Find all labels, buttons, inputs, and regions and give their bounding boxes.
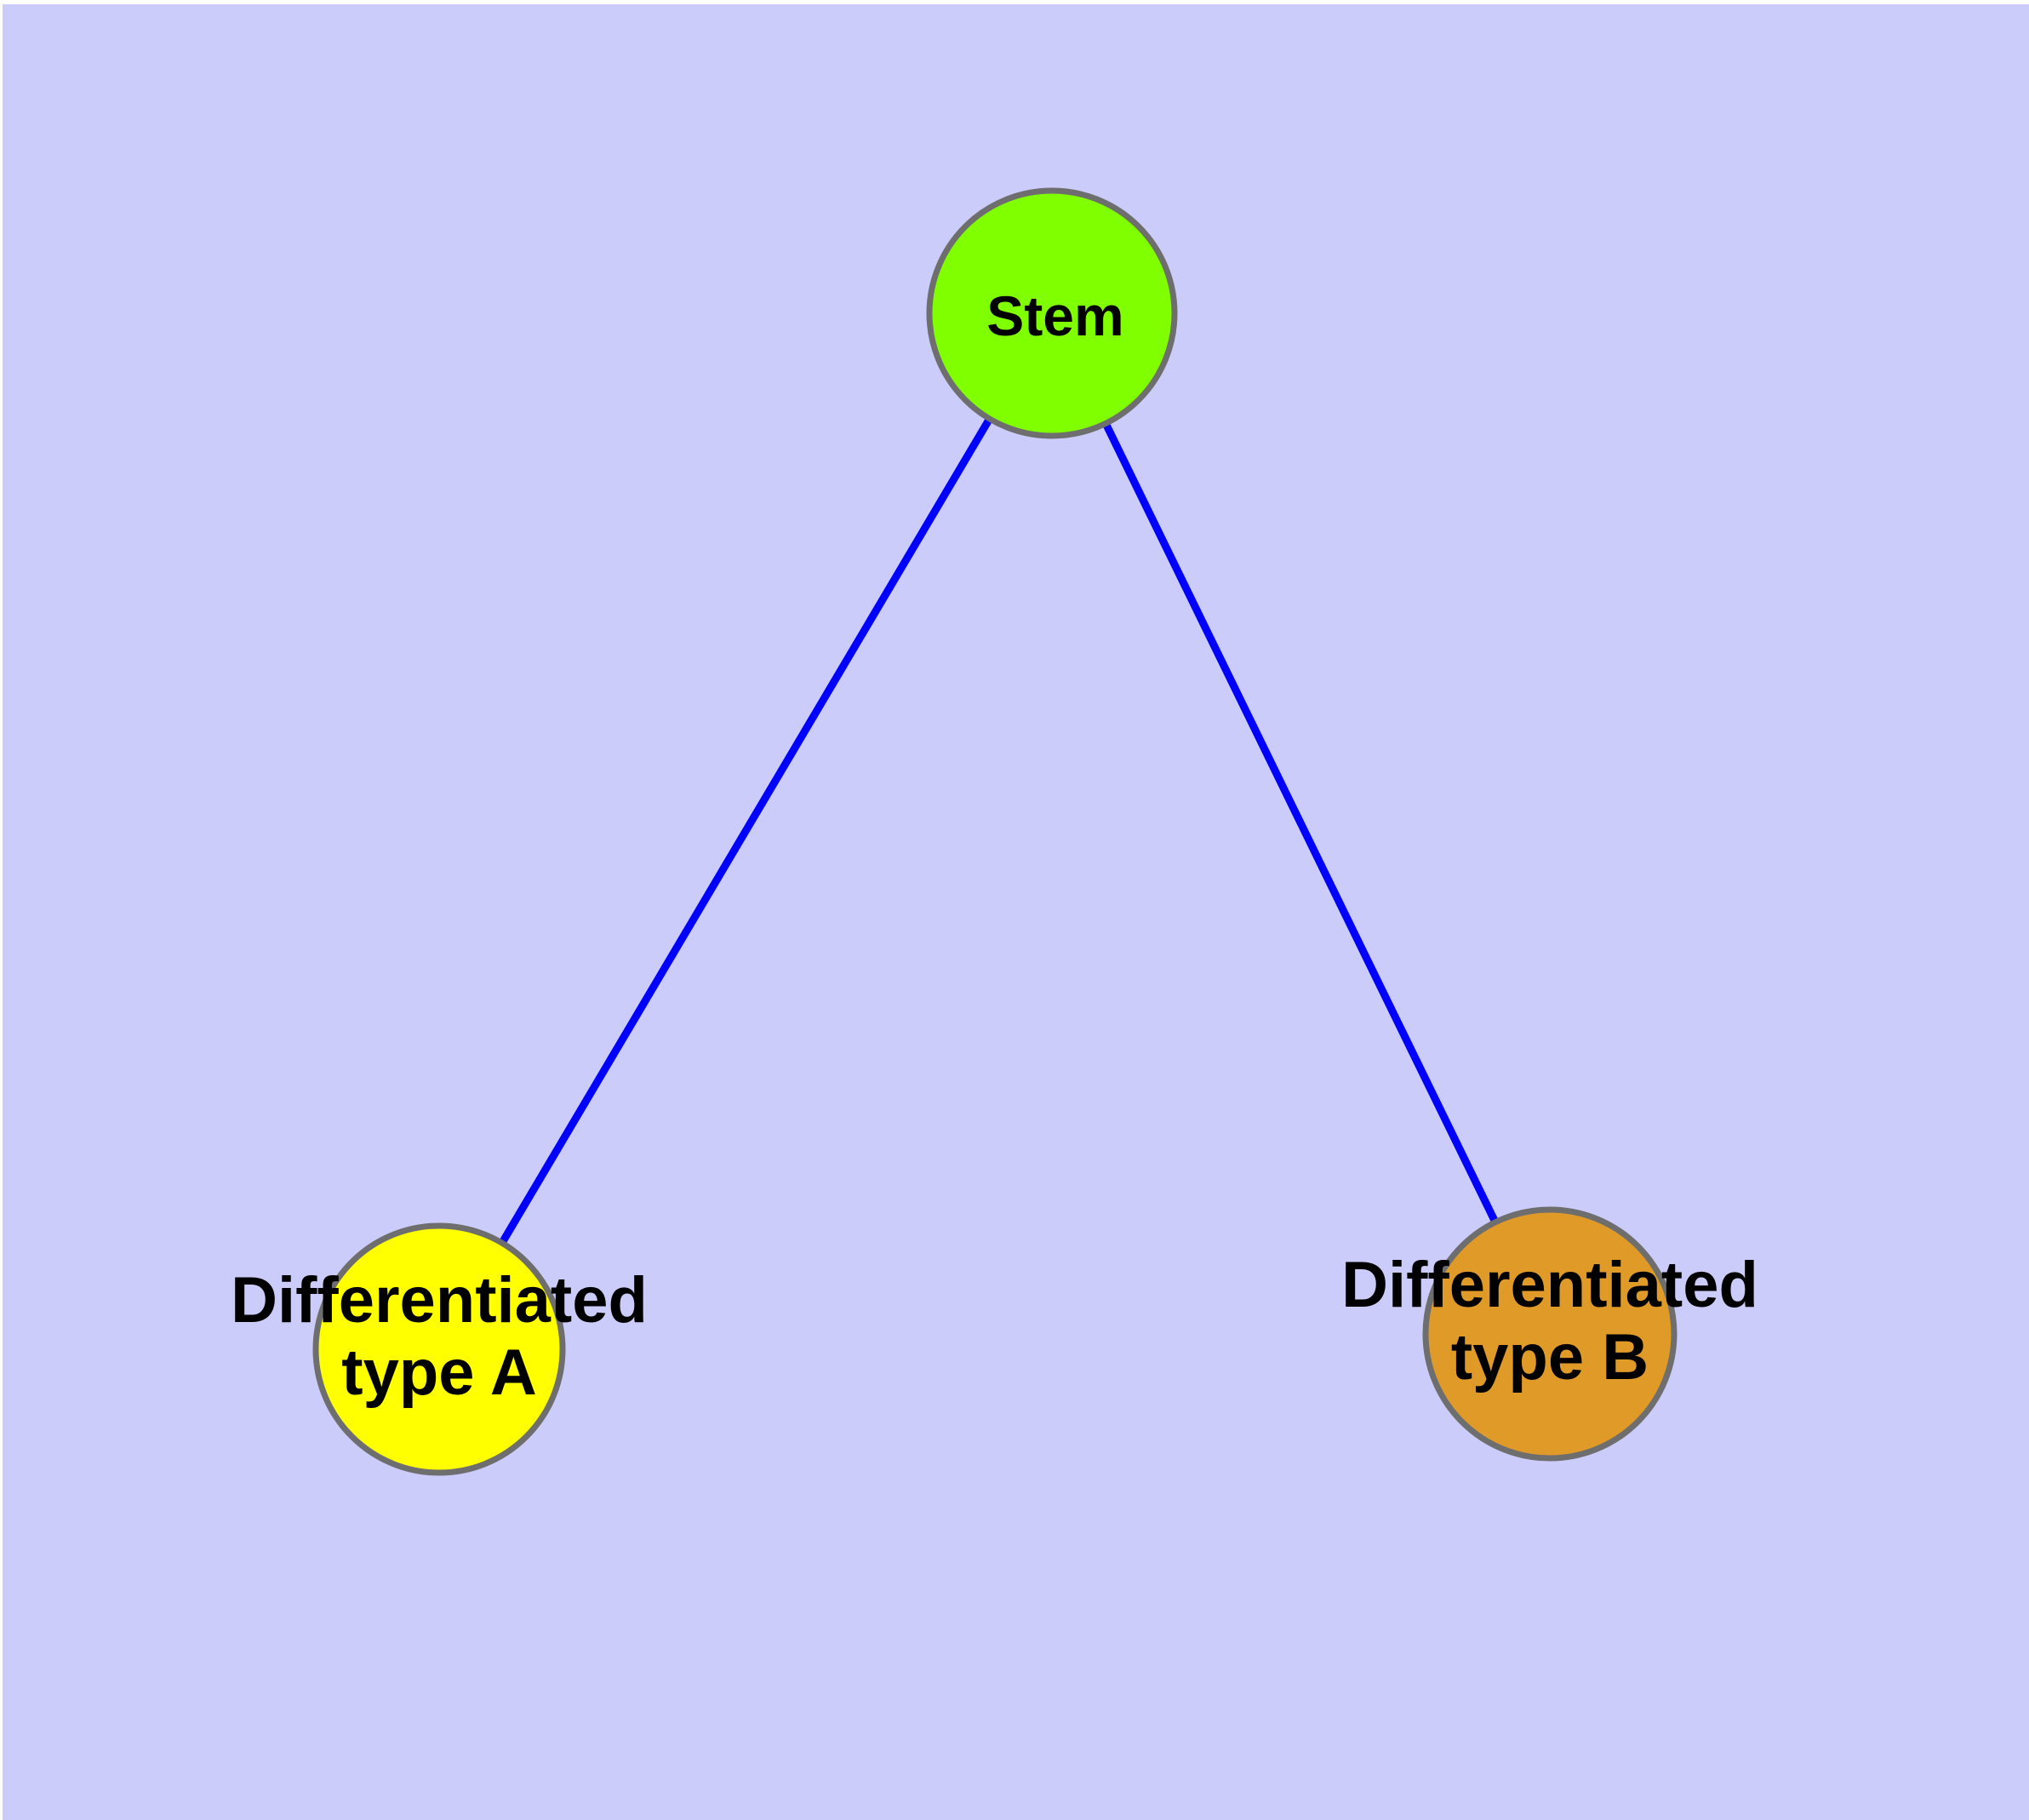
graph-svg [312,187,1677,1476]
node-stem[interactable] [926,187,1178,439]
edge-layer [436,311,1554,1352]
node-differentiated-type-b[interactable] [1422,1206,1677,1462]
edge-stem-to-differentiated-type-b[interactable] [1048,312,1554,1336]
node-differentiated-type-a[interactable] [312,1222,566,1476]
node-layer [312,187,1677,1476]
edge-stem-to-differentiated-type-a[interactable] [436,311,1055,1352]
